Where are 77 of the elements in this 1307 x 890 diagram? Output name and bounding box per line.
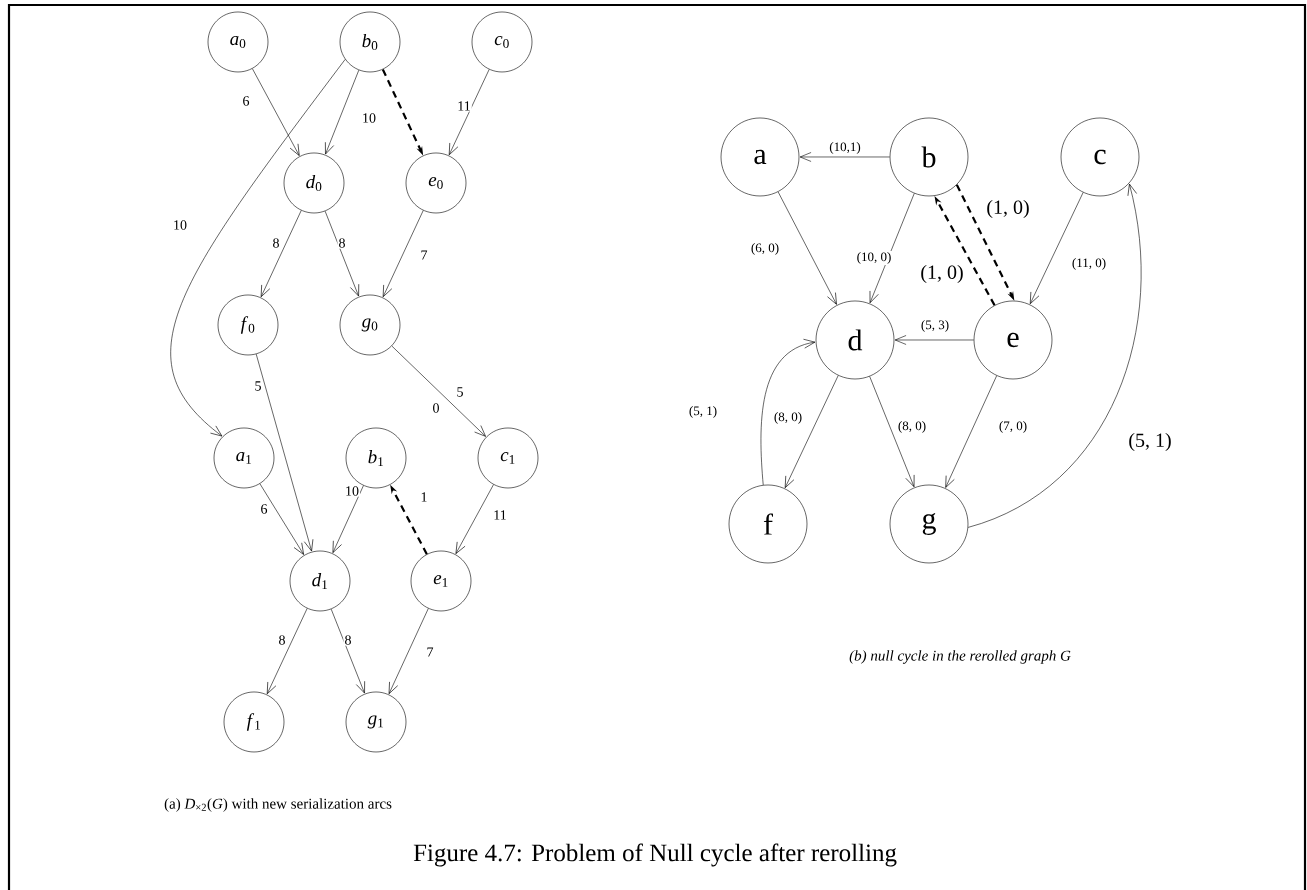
figure-caption: Figure 4.7: Problem of Null cycle after rerolling	[413, 843, 897, 867]
subfigure-caption: (a) D$_{×2}$(G) with new serialization arcs	[164, 798, 392, 812]
arrow	[784, 375, 839, 489]
graph-node: f	[728, 484, 808, 564]
graph-node: c$_{1}$	[477, 427, 539, 489]
arrow	[869, 193, 915, 304]
graph-node: d$_{0}$	[283, 152, 345, 214]
edge-label: 11	[456, 100, 472, 112]
arrow	[777, 191, 837, 305]
arrow	[894, 335, 974, 345]
arrow	[967, 183, 1142, 528]
graph-node: a$_{0}$	[207, 11, 269, 73]
edge-label: 1	[419, 491, 429, 503]
edge-label: (1, 0)	[919, 263, 965, 285]
arrow	[325, 69, 360, 155]
graph-node: c	[1060, 117, 1140, 197]
arrow	[1029, 192, 1084, 305]
arrow	[382, 210, 424, 298]
arrow	[869, 376, 915, 488]
edge-label: (5, 3)	[919, 319, 951, 333]
edge-label: (5, 1)	[1127, 431, 1173, 453]
edge-label: (10, 0)	[855, 251, 893, 265]
edge-label: 8	[343, 634, 353, 646]
number-label: 0	[433, 403, 439, 413]
edge-label: (5, 1)	[687, 405, 719, 419]
edge-label: (7, 0)	[997, 420, 1029, 434]
graph-node: b$_{0}$	[339, 11, 401, 73]
graph-node: g	[889, 484, 969, 564]
edge-label: 7	[419, 249, 429, 261]
graph-node: g$_{1}$	[345, 691, 407, 753]
arrow	[799, 152, 890, 162]
arrow	[255, 353, 314, 552]
edge-label: 10	[344, 485, 360, 497]
edge-label: 11	[492, 509, 508, 521]
arrow	[332, 485, 364, 553]
arrow	[266, 608, 308, 695]
graph-node: c$_{0}$	[471, 11, 533, 73]
edge-label: 8	[271, 237, 281, 249]
edge-label: 7	[425, 646, 435, 658]
arrow	[448, 69, 490, 156]
graph-node: b	[889, 117, 969, 197]
graph-node: a$_{1}$	[213, 427, 275, 489]
graph-node: a	[720, 117, 800, 197]
arrow	[260, 210, 302, 298]
arrow	[455, 484, 494, 554]
edge-label: 5	[253, 380, 263, 392]
edge-label: 6	[259, 503, 269, 515]
edge-label: (8, 0)	[772, 411, 804, 425]
arrow	[760, 338, 816, 486]
edge-label: (1, 0)	[985, 198, 1031, 220]
arrow	[170, 59, 346, 437]
graph-node: g$_{0}$	[339, 294, 401, 356]
edge-label: 8	[277, 634, 287, 646]
arrow	[391, 345, 486, 437]
graph-node: e$_{0}$	[405, 152, 467, 214]
arrow	[259, 483, 304, 555]
arrow	[388, 608, 429, 695]
arrow	[330, 608, 365, 694]
edge-label: (11, 0)	[1070, 257, 1108, 271]
graph-node: e$_{1}$	[410, 550, 472, 612]
edge-label: 10	[172, 219, 188, 231]
edge-label: (6, 0)	[749, 242, 781, 256]
edge-label: 5	[455, 386, 465, 398]
arrow	[252, 68, 300, 156]
arrow	[945, 375, 997, 488]
graph-node: d	[815, 300, 895, 380]
edge-label: 10	[361, 112, 377, 124]
subfigure-caption: (b) null cycle in the rerolled graph G	[849, 650, 1071, 664]
arrow	[324, 210, 360, 297]
graph-node: f$_{1}$	[223, 691, 285, 753]
edge-label: (8, 0)	[896, 420, 928, 434]
graph-node: d$_{1}$	[289, 550, 351, 612]
edge-label: (10,1)	[828, 141, 862, 155]
edge-label: 6	[241, 95, 251, 107]
graph-node: e	[973, 300, 1053, 380]
graph-node: f$_{0}$	[217, 294, 279, 356]
edge-label: 8	[337, 237, 347, 249]
